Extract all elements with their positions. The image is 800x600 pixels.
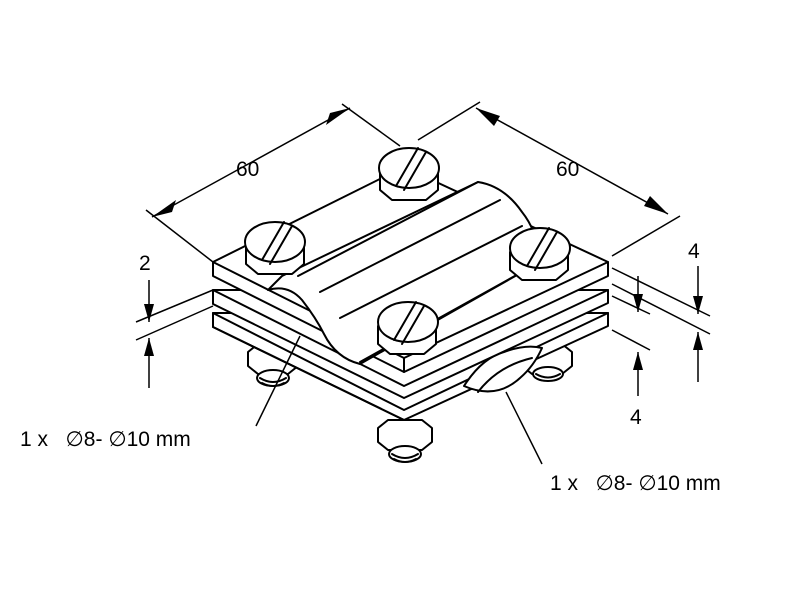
screw-front (377, 301, 439, 355)
screw-back (378, 147, 440, 201)
dimension-width-right (417, 101, 681, 257)
dim-label-gap-upper: 4 (688, 240, 700, 263)
dim-label-plate-thickness: 2 (139, 252, 151, 275)
dim-label-width-left: 60 (236, 158, 259, 181)
dimension-gap-upper (611, 266, 711, 382)
dim-label-width-right: 60 (556, 158, 579, 181)
screw-left (244, 221, 306, 275)
screw-right (509, 227, 571, 281)
leader-line-lower (505, 391, 543, 465)
label-conductor-lower: 1 x ∅8- ∅10 mm (550, 472, 721, 495)
lower-nut-front (377, 419, 433, 463)
dim-label-gap-lower: 4 (630, 406, 642, 429)
dimension-plate-thickness (135, 280, 214, 388)
label-conductor-upper: 1 x ∅8- ∅10 mm (20, 428, 191, 451)
leader-line-upper (255, 335, 301, 427)
dimension-gap-lower (611, 276, 651, 396)
dimension-width-left (145, 103, 401, 263)
